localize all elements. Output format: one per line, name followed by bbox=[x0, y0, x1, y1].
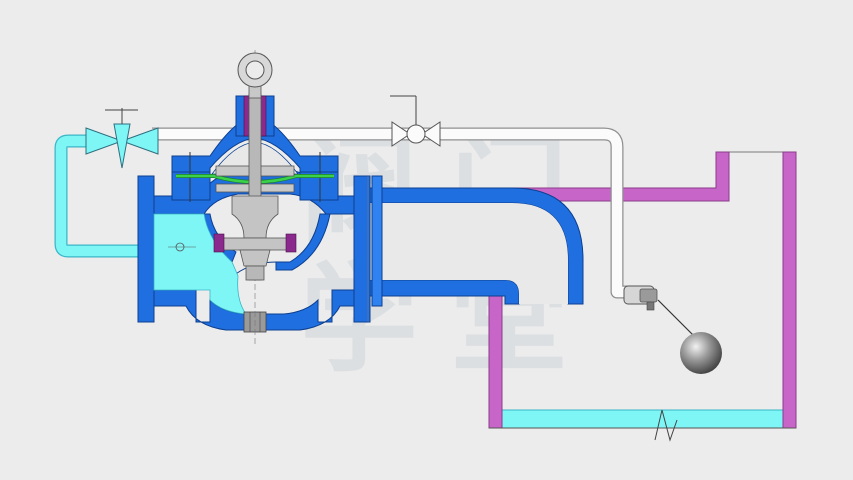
outlet-flange bbox=[353, 175, 371, 323]
float-arm bbox=[657, 299, 697, 339]
disc-seal bbox=[213, 233, 225, 253]
lifting-eye-icon bbox=[237, 52, 273, 99]
bypass-pipe bbox=[54, 134, 140, 258]
needle-valve-icon[interactable] bbox=[85, 108, 159, 169]
outlet-pipe bbox=[367, 187, 584, 305]
valve-stem bbox=[213, 93, 297, 281]
ball-valve-icon[interactable] bbox=[390, 95, 441, 147]
tank-water bbox=[499, 409, 784, 429]
inlet-flange bbox=[137, 175, 155, 323]
float-pilot bbox=[623, 285, 722, 374]
water-level-icon bbox=[654, 409, 678, 442]
water-tank bbox=[488, 151, 797, 442]
float-ball-icon[interactable] bbox=[680, 332, 722, 374]
inlet-water bbox=[153, 213, 247, 315]
valve-disc bbox=[215, 237, 295, 251]
tank-right-wall bbox=[782, 151, 797, 429]
